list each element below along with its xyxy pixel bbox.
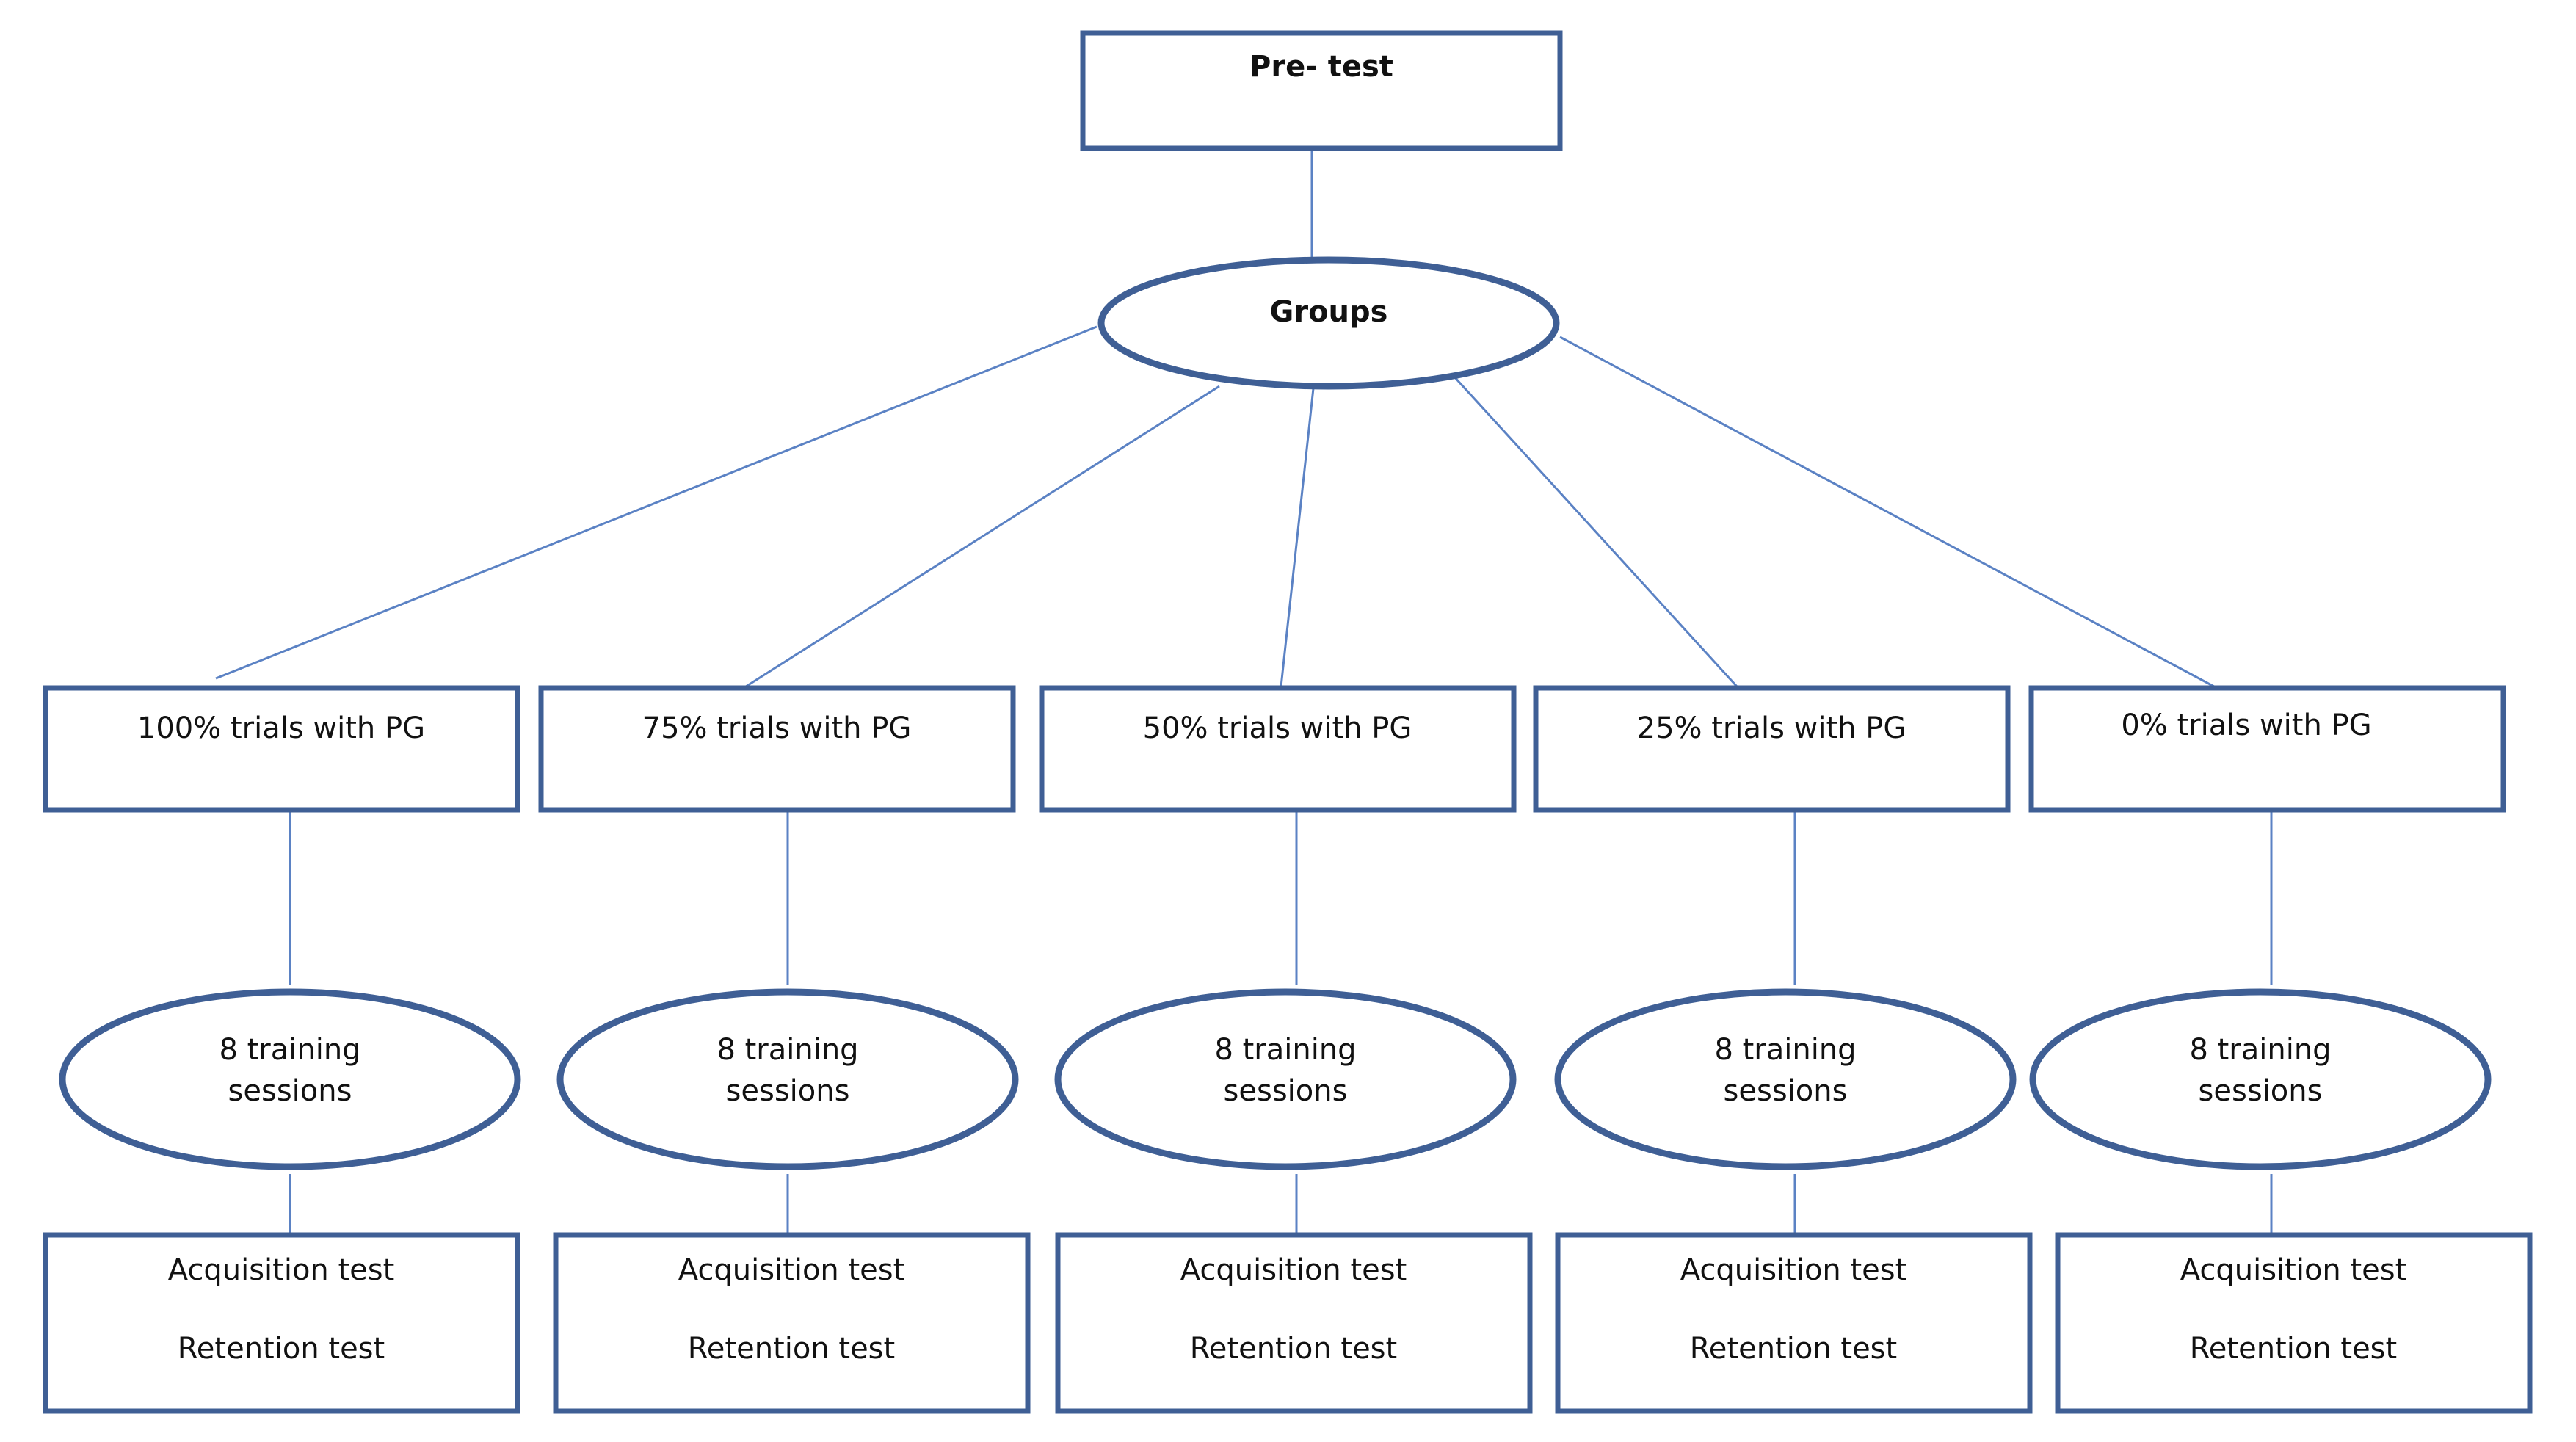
training-ellipse xyxy=(59,988,521,1170)
branch-5: 0% trials with PG 8 training sessions Ac… xyxy=(2028,685,2533,1414)
pretest-label: Pre- test xyxy=(1249,50,1393,84)
connectors xyxy=(215,148,2273,1235)
training-label-line2: sessions xyxy=(228,1074,352,1108)
tests-box xyxy=(553,1232,1031,1414)
training-label-line2: sessions xyxy=(1724,1074,1848,1108)
group-label: 25% trials with PG xyxy=(1637,711,1906,745)
pretest-box xyxy=(1080,30,1563,151)
tests-box xyxy=(1055,1232,1533,1414)
retention-test-label: Retention test xyxy=(2190,1332,2397,1366)
connector-groups-branch-4 xyxy=(1444,366,1738,688)
connector-groups-branch-1 xyxy=(215,325,1097,680)
training-ellipse xyxy=(1054,988,1517,1170)
training-ellipse xyxy=(2029,988,2492,1170)
acquisition-test-label: Acquisition test xyxy=(678,1253,905,1287)
training-label-line1: 8 training xyxy=(1714,1033,1856,1067)
retention-test-label: Retention test xyxy=(688,1332,895,1366)
acquisition-test-label: Acquisition test xyxy=(1180,1253,1407,1287)
group-box xyxy=(538,685,1016,813)
branch-4: 25% trials with PG 8 training sessions A… xyxy=(1533,685,2033,1414)
branch-2: 75% trials with PG 8 training sessions A… xyxy=(538,685,1031,1414)
training-label-line1: 8 training xyxy=(716,1033,858,1067)
tests-box xyxy=(43,1232,520,1414)
training-label-line2: sessions xyxy=(726,1074,850,1108)
pretest-node: Pre- test xyxy=(1080,30,1563,151)
group-label: 100% trials with PG xyxy=(137,711,425,745)
training-label-line1: 8 training xyxy=(1214,1033,1356,1067)
group-box xyxy=(1533,685,2011,813)
acquisition-test-label: Acquisition test xyxy=(1680,1253,1907,1287)
connector-groups-branch-3 xyxy=(1280,388,1315,687)
retention-test-label: Retention test xyxy=(1190,1332,1397,1366)
connector-groups-branch-2 xyxy=(745,385,1220,688)
groups-node: Groups xyxy=(1097,256,1560,390)
tests-box xyxy=(1555,1232,2033,1414)
tests-box xyxy=(2055,1232,2533,1414)
acquisition-test-label: Acquisition test xyxy=(2180,1253,2407,1287)
connector-groups-branch-5 xyxy=(1559,336,2215,688)
acquisition-test-label: Acquisition test xyxy=(168,1253,395,1287)
training-ellipse xyxy=(556,988,1019,1170)
group-label: 0% trials with PG xyxy=(2121,709,2371,742)
group-box xyxy=(43,685,520,813)
retention-test-label: Retention test xyxy=(1690,1332,1897,1366)
group-box xyxy=(1039,685,1517,813)
branch-3: 50% trials with PG 8 training sessions A… xyxy=(1039,685,1533,1414)
group-box xyxy=(2028,685,2506,813)
training-label-line2: sessions xyxy=(2199,1074,2323,1108)
branch-1: 100% trials with PG 8 training sessions … xyxy=(43,685,521,1414)
retention-test-label: Retention test xyxy=(178,1332,385,1366)
training-label-line2: sessions xyxy=(1224,1074,1348,1108)
groups-label: Groups xyxy=(1270,295,1388,329)
training-ellipse xyxy=(1554,988,2017,1170)
training-label-line1: 8 training xyxy=(219,1033,360,1067)
groups-ellipse xyxy=(1097,256,1560,390)
training-label-line1: 8 training xyxy=(2189,1033,2331,1067)
group-label: 75% trials with PG xyxy=(642,711,912,745)
group-label: 50% trials with PG xyxy=(1143,711,1412,745)
